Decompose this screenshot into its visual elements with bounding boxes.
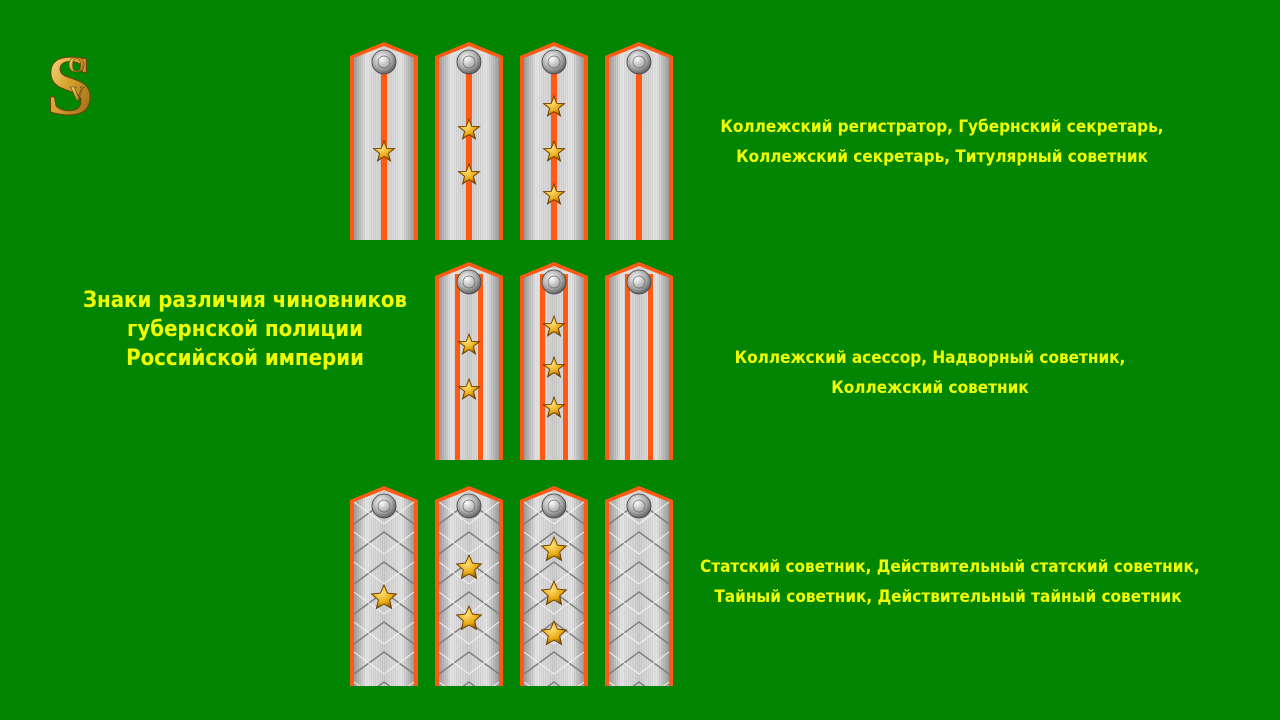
- star-icon: [372, 139, 396, 162]
- star-icon: [542, 314, 566, 337]
- star-icon: [542, 94, 566, 117]
- button-icon: [456, 493, 482, 519]
- star-icon: [540, 579, 568, 606]
- shoulder-strap: [603, 260, 675, 460]
- shoulder-strap: [433, 260, 505, 460]
- title-line: Российской империи: [126, 346, 364, 371]
- star-icon: [455, 553, 483, 580]
- shoulder-strap: [518, 260, 590, 460]
- caption-line: Коллежский асессор, Надворный советник,: [734, 348, 1126, 368]
- button-icon: [626, 493, 652, 519]
- svg-text:S: S: [46, 37, 94, 122]
- star-icon: [540, 619, 568, 646]
- star-icon: [457, 377, 481, 400]
- title-line: губернской полиции: [127, 317, 363, 342]
- star-icon: [457, 117, 481, 140]
- button-icon: [541, 49, 567, 75]
- star-icon: [542, 139, 566, 162]
- shoulder-strap: [348, 40, 420, 240]
- button-icon: [541, 269, 567, 295]
- shoulder-strap: [348, 484, 420, 686]
- button-icon: [541, 493, 567, 519]
- star-icon: [457, 162, 481, 185]
- row-2-caption: Коллежский асессор, Надворный советник, …: [700, 343, 1160, 403]
- title-line: Знаки различия чиновников: [82, 288, 408, 313]
- button-icon: [456, 269, 482, 295]
- button-icon: [456, 49, 482, 75]
- shoulder-strap: [603, 484, 675, 686]
- shoulder-strap: [518, 484, 590, 686]
- page-title: Знаки различия чиновников губернской пол…: [70, 286, 420, 373]
- shoulder-strap: [518, 40, 590, 240]
- caption-line: Коллежский регистратор, Губернский секре…: [720, 117, 1164, 137]
- button-icon: [371, 493, 397, 519]
- row-3-caption: Статский советник, Действительный статск…: [700, 552, 1200, 612]
- svg-text:V: V: [70, 83, 85, 105]
- sov-monogram-logo: S O V: [40, 36, 116, 134]
- star-icon: [540, 535, 568, 562]
- star-icon: [457, 332, 481, 355]
- star-icon: [370, 583, 398, 610]
- caption-line: Статский советник, Действительный статск…: [700, 557, 1200, 577]
- star-icon: [455, 604, 483, 631]
- star-icon: [542, 355, 566, 378]
- shoulder-strap: [603, 40, 675, 240]
- star-icon: [542, 395, 566, 418]
- caption-line: Коллежский секретарь, Титулярный советни…: [736, 147, 1148, 167]
- caption-line: Коллежский советник: [831, 378, 1029, 398]
- button-icon: [626, 49, 652, 75]
- caption-line: Тайный советник, Действительный тайный с…: [714, 587, 1182, 607]
- button-icon: [371, 49, 397, 75]
- button-icon: [626, 269, 652, 295]
- svg-text:O: O: [68, 52, 85, 77]
- shoulder-strap: [433, 484, 505, 686]
- row-1-caption: Коллежский регистратор, Губернский секре…: [700, 112, 1184, 172]
- star-icon: [542, 182, 566, 205]
- shoulder-strap: [433, 40, 505, 240]
